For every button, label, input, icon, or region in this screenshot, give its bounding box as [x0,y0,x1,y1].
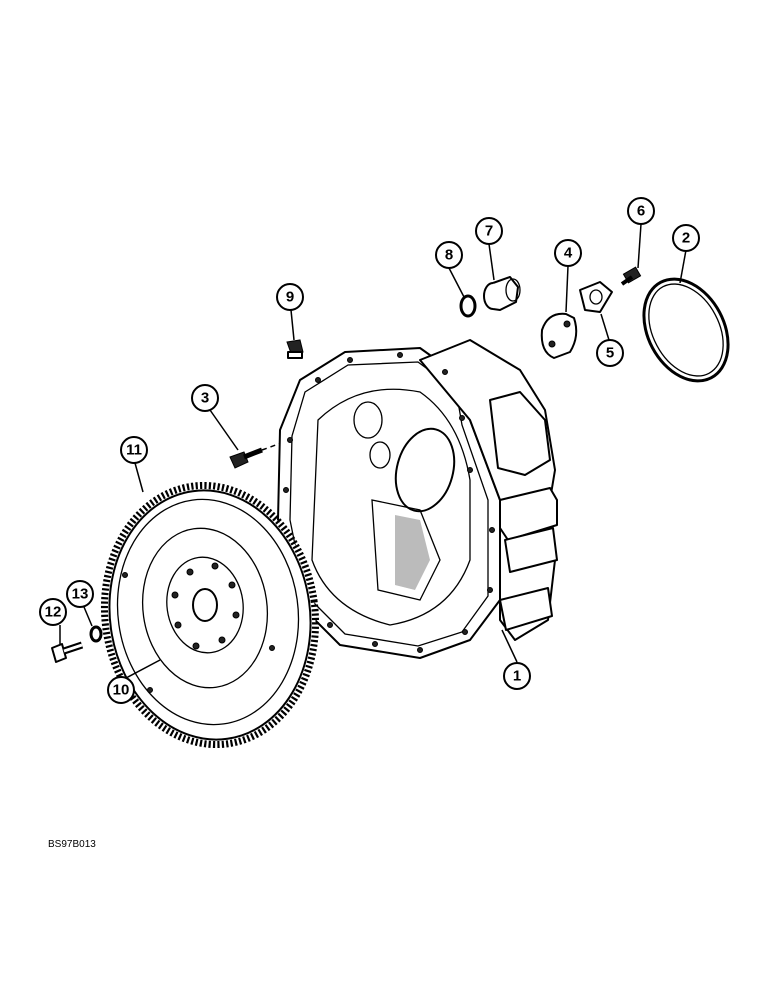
washer-part-13 [89,625,103,643]
svg-text:6: 6 [637,203,645,220]
svg-text:11: 11 [126,442,142,459]
seal-ring-part-8 [459,294,477,318]
cover-plate-part-4 [540,312,578,359]
callout-13: 13 [66,580,94,608]
callout-3: 3 [191,384,219,412]
svg-text:10: 10 [113,682,130,699]
callout-8: 8 [435,241,463,269]
flywheel-housing-part-1 [277,339,558,659]
plug-part-7 [483,276,521,311]
callout-12: 12 [39,598,67,626]
o-ring-part-2 [642,277,730,383]
callout-11: 11 [120,436,148,464]
svg-text:8: 8 [445,247,453,264]
callout-7: 7 [475,217,503,245]
callout-4: 4 [554,239,582,267]
bolt-part-12 [51,641,84,663]
svg-text:12: 12 [45,604,62,621]
callout-6: 6 [627,197,655,225]
svg-text:9: 9 [286,289,294,306]
leader-lines [59,223,687,679]
flywheel-bolt-holes [122,562,275,693]
callout-2: 2 [672,224,700,252]
svg-text:5: 5 [606,345,614,362]
flange-part-5 [579,281,613,313]
callout-1: 1 [503,662,531,690]
svg-text:3: 3 [201,390,209,407]
callout-10: 10 [107,676,135,704]
fitting-part-9 [286,339,304,359]
figure-code: BS97B013 [48,839,96,850]
svg-text:7: 7 [485,223,493,240]
svg-text:1: 1 [513,668,521,685]
svg-text:13: 13 [72,586,89,603]
callout-5: 5 [596,339,624,367]
callout-9: 9 [276,283,304,311]
bolt-part-6 [620,266,642,286]
svg-text:2: 2 [682,230,690,247]
svg-text:4: 4 [564,245,573,262]
flywheel-part-10 [100,481,320,749]
